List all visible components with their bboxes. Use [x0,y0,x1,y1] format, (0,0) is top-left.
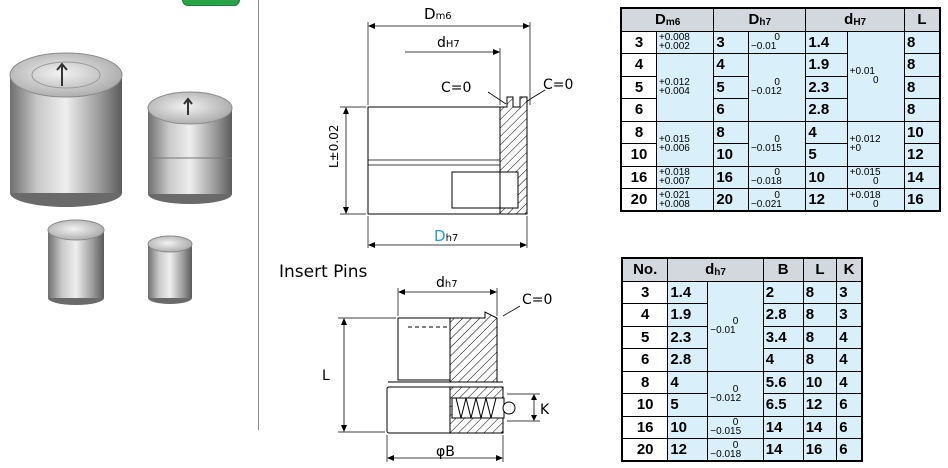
table-row: 8 +0.015+0.006 8 0−0.015 4 +0.012+0 10 [620,120,941,167]
technical-drawing: Dm6 dH7 C=0 C=0 L±0.02 Dh7 [270,0,600,468]
header-dH7: dH7 [805,7,905,32]
pin-drawing [338,288,540,462]
table-row: 20 12 0−0.018 14 16 6 [621,438,863,462]
table-row: 5 5 2.3 8 [620,75,941,99]
label-dm6: Dm6 [424,5,452,23]
table-row: 16 10 0−0.015 14 14 6 [621,415,863,439]
sleeve-spec-table: Dm6 Dh7 dH7 L 3 +0.008+0.002 3 0−0.01 1.… [620,7,941,212]
product-photo [0,0,258,468]
label-pin-B: φB [436,444,455,460]
table-row: 3 1.4 0−0.01 2 8 3 [621,280,863,372]
table-row: 6 2.8 4 8 4 [621,348,863,372]
label-dh7-top: dH7 [437,35,460,51]
table-row: 10 5 6.5 12 6 [621,393,863,417]
label-pin-dh7: dh7 [436,275,458,291]
header-dh7: Dh7 [713,7,807,32]
insert-pins-table: No. dh7 B L K 3 1.4 0−0.01 2 8 3 4 1.9 2… [621,257,863,462]
table-row: 10 10 5 12 [620,143,941,167]
header-no: No. [621,257,669,282]
header-L: L [903,7,941,32]
sleeve-drawing [340,22,546,248]
header-B: B [762,257,804,282]
label-length-tol: L±0.02 [327,125,341,168]
table-row: 4 +0.012+0.004 4 0−0.012 1.9 8 [620,53,941,122]
pins-illustration [9,52,233,305]
header-K: K [836,257,863,282]
table-row: 6 6 2.8 8 [620,98,941,122]
divider [258,0,259,430]
header-dm6: Dm6 [620,7,715,32]
label-pin-c0: C=0 [522,292,552,308]
insert-pins-title: Insert Pins [279,262,368,282]
green-tab [182,0,240,6]
table-row: 8 4 0−0.012 5.6 10 4 [621,370,863,417]
header-pin-L: L [802,257,838,282]
header-pin-dh7: dh7 [667,257,764,282]
label-dh7-bottom: Dh7 [434,227,458,245]
label-pin-L: L [322,368,330,384]
label-c0-left: C=0 [441,80,471,96]
label-pin-K: K [540,402,550,418]
label-c0-right: C=0 [543,77,573,93]
